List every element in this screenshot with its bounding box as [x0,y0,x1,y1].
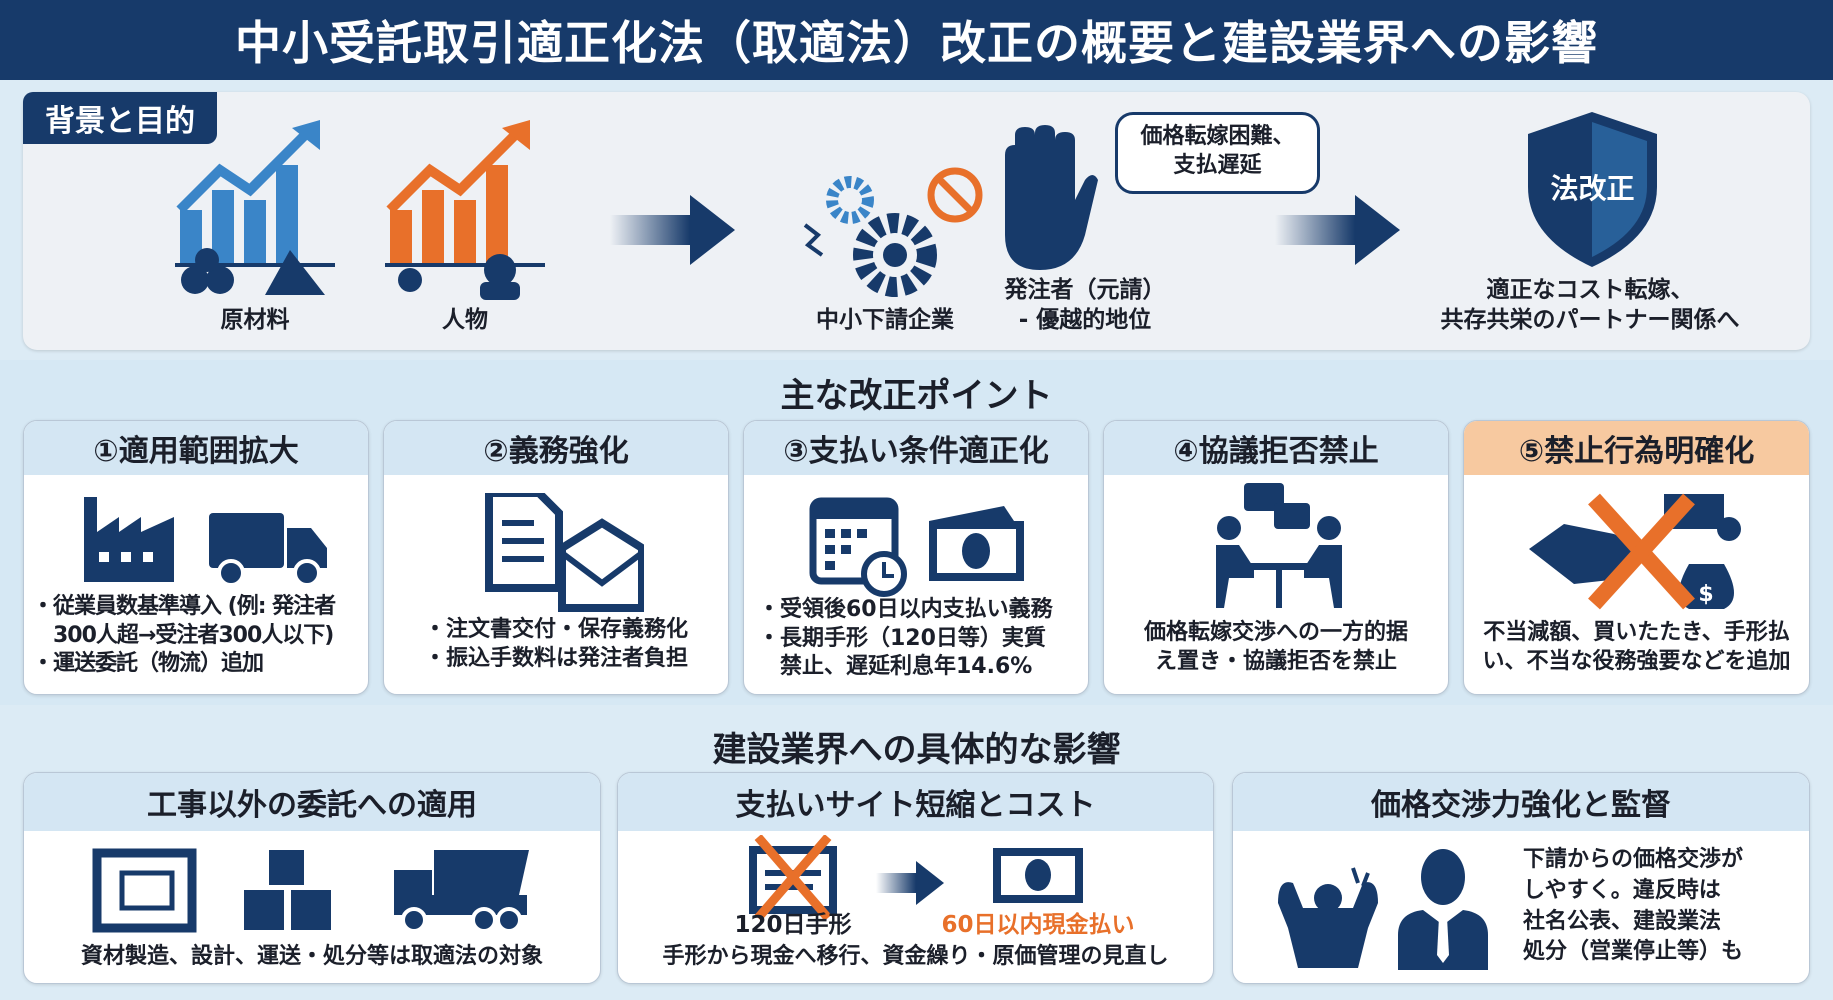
rising-chart-orange-icon [385,120,545,300]
goal-line2: 共存共栄のパートナー関係へ [1440,307,1740,333]
text-line: 300人超→受注者300人以下) [32,622,334,648]
text-line: い、不当な役務強要などを追加 [1482,648,1791,674]
materials-icon [244,850,331,930]
impact-card-payment-site: 支払いサイト短縮とコスト 120日手形 60日以内現金払い 手形から現金へ移行、… [617,772,1214,984]
problem-speech-bubble: 価格転嫁困難、 支払遅延 [1115,112,1320,194]
card-text: 資材製造、設計、運送・処分等は取適法の対象 [80,944,543,969]
card-title: 工事以外の委託への適用 [24,773,600,831]
arrow-right-icon [1275,195,1400,265]
meeting-icon [1216,483,1342,608]
text-line: 処分（営業停止等）も [1523,939,1744,965]
client-label-line1: 発注者（元請） [1004,277,1166,303]
text-line: しやすく。違反時は [1523,877,1721,903]
crossed-promissory-note-icon [749,835,837,920]
card-text: ・受領後60日以内支払い義務 ・長期手形（120日等）実質 禁止、遅延利息年14… [744,596,1088,682]
text-line: ・運送委託（物流）追加 [32,651,264,677]
factory-icon [84,497,174,582]
point-card-scope: ①適用範囲拡大 ・従業員数基準導入 (例: 発注者 300人超→受注者300人以… [23,420,369,695]
text-line: ・受領後60日以内支払い義務 [758,597,1053,622]
prohibited-icon [927,167,983,223]
point-card-obligations: ②義務強化 ・注文書交付・保存義務化 ・振込手数料は発注者負担 [383,420,729,695]
point-card-payment: ③支払い条件適正化 ・受領後60日以内支払い義務 ・長期手形（120日等）実質 … [743,420,1089,695]
client-label-line2: - 優越的地位 [1018,307,1152,333]
rising-chart-blue-icon [175,120,335,295]
shield-icon [1528,112,1657,267]
text-line: 社名公表、建設業法 [1523,908,1722,934]
impact-heading: 建設業界への具体的な影響 [712,730,1121,770]
bubble-line2: 支払遅延 [1173,152,1262,178]
points-heading: 主な改正ポイント [780,376,1053,416]
raw-materials-label: 原材料 [220,307,290,333]
text-line: ・従業員数基準導入 (例: 発注者 [32,594,336,619]
shield-label: 法改正 [1550,172,1635,205]
text-line: 不当減額、買いたたき、手形払 [1483,620,1790,645]
goal-line1: 適正なコスト転嫁、 [1486,277,1694,303]
text-line: 禁止、遅延利息年14.6% [758,654,1033,680]
arrow-right-icon [610,195,735,265]
text-line: 価格転嫁交渉への一方的据 [1143,620,1408,645]
card-title: ③支払い条件適正化 [744,421,1088,475]
text-line: え置き・協議拒否を禁止 [1154,648,1397,674]
card-text: ・注文書交付・保存義務化 ・振込手数料は発注者負担 [384,616,728,673]
calendar-clock-icon [809,497,907,597]
card-title: 支払いサイト短縮とコスト [618,773,1213,831]
card-text: 手形から現金へ移行、資金繰り・原価管理の見直し [662,944,1169,969]
card-text: 下請からの価格交渉が しやすく。違反時は 社名公表、建設業法 処分（営業停止等）… [1523,845,1809,968]
card-title: ⑤禁止行為明確化 [1464,421,1809,475]
card-title: ②義務強化 [384,421,728,475]
point-card-negotiation: ④協議拒否禁止 価格転嫁交渉への一方的据 え置き・協議拒否を禁止 [1103,420,1449,695]
labor-label: 人物 [442,307,488,333]
truck-icon [209,513,327,587]
old-payment-label: 120日手形 [734,912,852,938]
new-payment-label: 60日以内現金払い [941,912,1135,938]
bubble-line1: 価格転嫁困難、 [1140,124,1295,149]
stop-hand-icon [1005,125,1098,270]
card-title: ①適用範囲拡大 [24,421,368,475]
business-person-icon [1398,849,1488,970]
background-tab: 背景と目的 [23,92,217,144]
arrow-right-icon [876,861,944,905]
impact-card-non-construction: 工事以外の委託への適用 資材製造、設計、運送・処分等は取適法の対象 [23,772,601,984]
gears-icon [803,176,937,297]
text-line: ・注文書交付・保存義務化 [423,617,688,642]
cash-icon [929,506,1024,581]
strong-subcontractor-icon [1278,867,1378,968]
text-line: ・振込手数料は発注者負担 [423,645,688,671]
svg-text:$: $ [1698,582,1713,607]
card-text: ・従業員数基準導入 (例: 発注者 300人超→受注者300人以下) ・運送委託… [24,593,368,679]
card-title: ④協議拒否禁止 [1104,421,1448,475]
text-line: ・長期手形（120日等）実質 [758,625,1046,651]
card-text: 不当減額、買いたたき、手形払 い、不当な役務強要などを追加 [1464,619,1809,676]
prohibited-deal-icon: $ [1529,493,1741,610]
cash-icon [993,848,1083,903]
impact-card-negotiation-power: 価格交渉力強化と監督 下請からの価格交渉が しやすく。違反時は 社名公表、建設業… [1232,772,1810,984]
card-text: 価格転嫁交渉への一方的据 え置き・協議拒否を禁止 [1104,619,1448,676]
dump-truck-icon [394,850,529,933]
blueprint-icon [92,848,197,933]
point-card-prohibited: ⑤禁止行為明確化 $ 不当減額、買いたたき、手形払 い、不当な役務強要などを追加 [1463,420,1810,695]
card-title: 価格交渉力強化と監督 [1233,773,1809,831]
text-line: 下請からの価格交渉が [1523,847,1744,872]
document-envelope-icon [485,493,644,612]
page-title: 中小受託取引適正化法（取適法）改正の概要と建設業界への影響 [0,0,1833,80]
subcontractor-label: 中小下請企業 [816,307,954,333]
